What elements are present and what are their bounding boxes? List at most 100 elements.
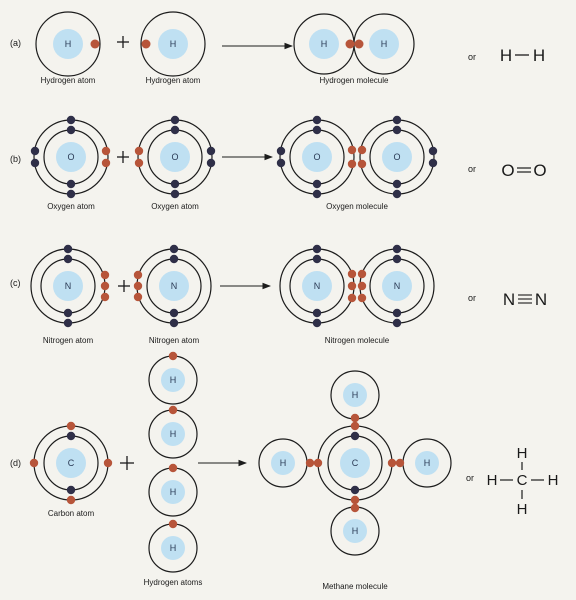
electron bbox=[354, 39, 364, 49]
nucleus bbox=[158, 29, 188, 59]
nucleus bbox=[415, 451, 439, 475]
plus-icon bbox=[117, 36, 129, 48]
nucleus bbox=[309, 29, 339, 59]
nucleus-symbol: O bbox=[67, 152, 74, 162]
nucleus-symbol: H bbox=[381, 39, 388, 49]
shared-electron bbox=[357, 269, 367, 279]
nucleus bbox=[56, 142, 86, 172]
row-label-d: (d) bbox=[10, 458, 21, 468]
nucleus-symbol: O bbox=[313, 152, 320, 162]
hydrogen-atom: H bbox=[148, 463, 198, 517]
shared-electron bbox=[313, 458, 323, 468]
electron bbox=[345, 39, 355, 49]
oxygen-atom-2: O bbox=[134, 115, 216, 199]
electron bbox=[30, 146, 40, 156]
electron bbox=[206, 158, 216, 168]
shared-electron bbox=[387, 458, 397, 468]
electron bbox=[30, 158, 40, 168]
formula-atom: H bbox=[500, 46, 512, 65]
electron bbox=[428, 146, 438, 156]
electron bbox=[63, 308, 73, 318]
electron-shell bbox=[140, 11, 206, 77]
electron bbox=[100, 281, 110, 291]
electron bbox=[134, 158, 144, 168]
nucleus-symbol: N bbox=[65, 281, 72, 291]
nucleus bbox=[369, 29, 399, 59]
row-a: (a) H Hydrogen atom H Hydrogen atom H H bbox=[10, 11, 545, 85]
nitrogen-atom-2: N bbox=[133, 244, 212, 328]
nucleus-symbol: N bbox=[314, 281, 321, 291]
structural-formula-n2: N N bbox=[503, 290, 547, 309]
electron bbox=[29, 458, 39, 468]
nucleus bbox=[382, 271, 412, 301]
electron bbox=[66, 495, 76, 505]
row-label-a: (a) bbox=[10, 38, 21, 48]
electron bbox=[168, 463, 178, 473]
nucleus bbox=[382, 142, 412, 172]
shared-electron bbox=[347, 269, 357, 279]
molecule-caption: Oxygen molecule bbox=[326, 202, 388, 211]
hydrogen-atom: H bbox=[148, 351, 198, 405]
electron bbox=[392, 244, 402, 254]
electron bbox=[392, 318, 402, 328]
electron bbox=[206, 146, 216, 156]
electron bbox=[66, 115, 76, 125]
shared-electron bbox=[357, 281, 367, 291]
electron bbox=[133, 292, 143, 302]
formula-atom: O bbox=[501, 161, 514, 180]
atom-caption: Nitrogen atom bbox=[43, 336, 94, 345]
electron bbox=[170, 115, 180, 125]
nucleus-symbol: H bbox=[352, 390, 359, 400]
shared-electron bbox=[357, 293, 367, 303]
electron bbox=[134, 146, 144, 156]
oxygen-atom-1: O bbox=[30, 115, 111, 199]
electron bbox=[133, 270, 143, 280]
structural-formula-ch4: H H C H H bbox=[487, 445, 559, 518]
structural-formula-o2: O O bbox=[501, 161, 546, 180]
electron bbox=[312, 179, 322, 189]
row-c: (c) N Nitrogen atom N bbox=[10, 244, 547, 345]
electron bbox=[170, 179, 180, 189]
electron bbox=[312, 244, 322, 254]
electron bbox=[170, 189, 180, 199]
electron bbox=[392, 179, 402, 189]
hydrogen-atoms-stack: H H H H bbox=[148, 351, 198, 573]
shared-electron bbox=[357, 145, 367, 155]
nucleus-symbol: N bbox=[171, 281, 178, 291]
hydrogen-atom-2: H bbox=[140, 11, 206, 77]
molecule-caption: Hydrogen molecule bbox=[320, 76, 389, 85]
nucleus-symbol: H bbox=[170, 39, 177, 49]
shared-electron bbox=[347, 293, 357, 303]
formula-atom: H bbox=[548, 472, 559, 489]
nucleus bbox=[302, 142, 332, 172]
carbon-atom: C bbox=[29, 421, 113, 505]
nucleus-symbol: H bbox=[280, 458, 287, 468]
nucleus bbox=[343, 519, 367, 543]
electron bbox=[168, 351, 178, 361]
nucleus-symbol: O bbox=[171, 152, 178, 162]
electron bbox=[276, 146, 286, 156]
shared-electron bbox=[347, 159, 357, 169]
or-label: or bbox=[468, 293, 476, 303]
electron bbox=[392, 125, 402, 135]
nucleus bbox=[53, 29, 83, 59]
electron bbox=[66, 485, 76, 495]
shared-electron bbox=[347, 281, 357, 291]
hydrogen-molecule: H H bbox=[293, 13, 415, 75]
electron bbox=[350, 485, 360, 495]
shared-electron bbox=[350, 421, 360, 431]
nucleus bbox=[56, 448, 86, 478]
electron bbox=[312, 125, 322, 135]
electron bbox=[428, 158, 438, 168]
nucleus bbox=[159, 271, 189, 301]
structural-formula-h2: H H bbox=[500, 46, 545, 65]
electron bbox=[133, 281, 143, 291]
plus-icon bbox=[117, 151, 129, 163]
electron bbox=[90, 39, 100, 49]
formula-atom: N bbox=[503, 290, 515, 309]
electron bbox=[100, 292, 110, 302]
hydrogen-atom: H bbox=[148, 519, 198, 573]
electron bbox=[63, 318, 73, 328]
formula-atom: H bbox=[487, 472, 498, 489]
electron bbox=[392, 189, 402, 199]
